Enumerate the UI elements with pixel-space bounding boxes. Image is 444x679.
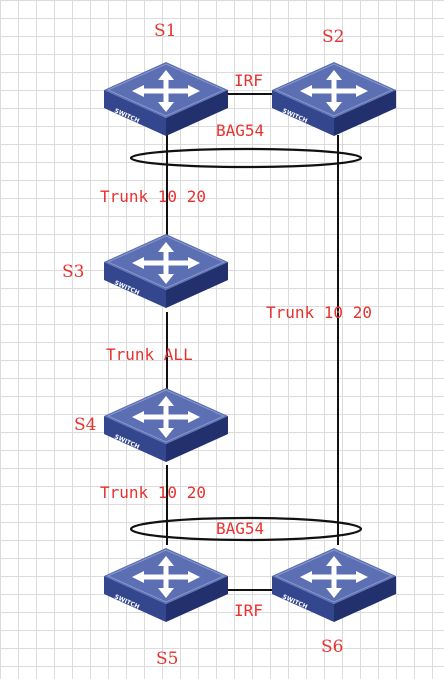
switch-label-s3: S3 <box>62 262 84 282</box>
bag-ellipse-bottom <box>129 516 363 542</box>
bag-ellipse-top <box>129 147 363 169</box>
switch-s3: SWITCH <box>104 234 228 308</box>
switch-icon <box>104 234 228 308</box>
switch-label-s1: S1 <box>154 21 176 41</box>
trunk-label-s2-s6: Trunk 10 20 <box>266 303 372 322</box>
switch-icon <box>272 62 396 136</box>
trunk-label-s3-s4: Trunk ALL <box>106 345 193 364</box>
bag-label-bottom: BAG54 <box>216 519 264 538</box>
bag-label-top: BAG54 <box>216 121 264 140</box>
switch-icon <box>104 548 228 622</box>
switch-label-s5: S5 <box>156 649 178 669</box>
links-group <box>129 93 363 591</box>
switch-s6: SWITCH <box>272 548 396 622</box>
switch-icon <box>272 548 396 622</box>
irf-label-top: IRF <box>234 71 263 90</box>
switch-s2: SWITCH <box>272 62 396 136</box>
irf-label-bottom: IRF <box>234 601 263 620</box>
switch-label-s2: S2 <box>322 27 344 47</box>
switch-icon <box>104 388 228 462</box>
switch-label-s4: S4 <box>74 415 96 435</box>
switch-s5: SWITCH <box>104 548 228 622</box>
switch-s4: SWITCH <box>104 388 228 462</box>
switch-s1: SWITCH <box>104 62 228 136</box>
trunk-label-s4-s5: Trunk 10 20 <box>100 483 206 502</box>
trunk-label-s1-s3: Trunk 10 20 <box>100 187 206 206</box>
switch-icon <box>104 62 228 136</box>
switch-label-s6: S6 <box>321 637 343 657</box>
